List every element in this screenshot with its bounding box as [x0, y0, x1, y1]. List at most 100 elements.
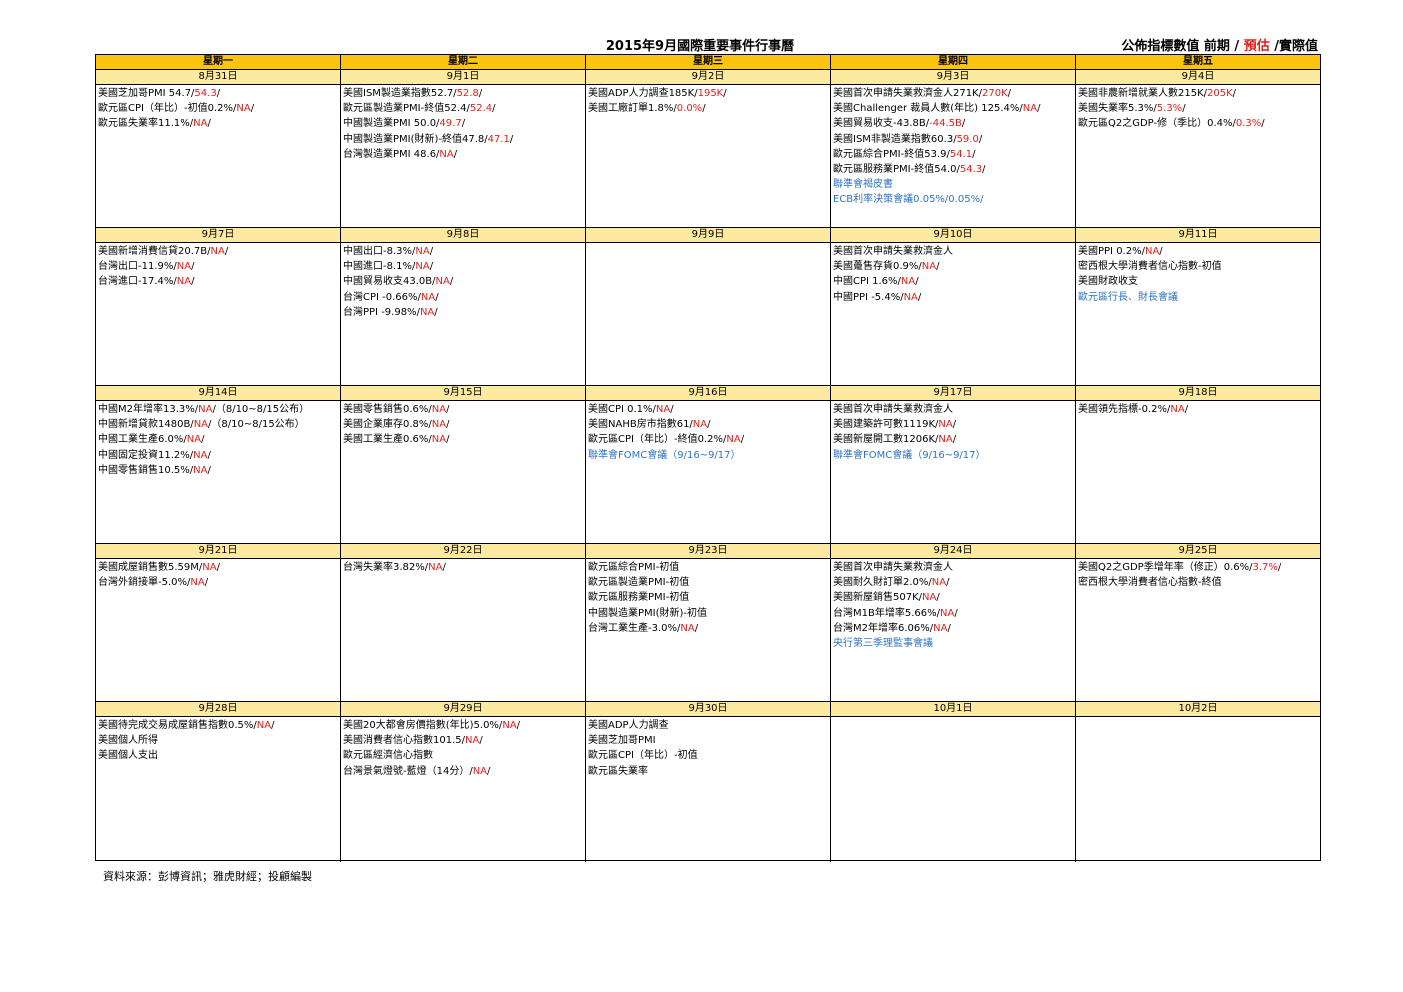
event-estimate: NA — [940, 607, 955, 619]
event-text: 美國新增消費信貸20.7B/ — [98, 246, 211, 257]
page-title: 2015年9月國際重要事件行事曆 — [605, 39, 795, 54]
event-estimate: NA — [1144, 246, 1160, 257]
event-estimate: NA — [176, 261, 192, 273]
event-item: 台灣製造業PMI 48.6/NA/ — [343, 147, 583, 162]
event-suffix: / — [516, 720, 521, 731]
event-text: 美國新屋銷售507K/ — [833, 592, 923, 604]
day-events: 美國PPI 0.2%/NA/密西根大學消費者信心指數-初值美國財政收支歐元區行長… — [1076, 243, 1320, 306]
event-suffix: / — [961, 118, 966, 130]
event-item: 美國建築許可數1119K/NA/ — [833, 417, 1073, 432]
event-text: 台灣PPI -9.98%/ — [343, 306, 420, 318]
event-suffix: / — [947, 622, 951, 634]
event-suffix: / — [478, 88, 483, 99]
day-events — [1076, 717, 1320, 719]
event-text: 美國企業庫存0.8%/ — [343, 419, 432, 431]
event-text: 美國Q2之GDP季增年率（修正）0.6%/ — [1078, 562, 1253, 573]
event-suffix: / — [1037, 103, 1041, 115]
event-item: 台灣CPI -0.66%/NA/ — [343, 290, 583, 305]
day-cell: 9月2日美國ADP人力調查185K/195K/美國工廠訂單1.8%/0.0%/ — [586, 70, 831, 227]
event-text: 台灣景氣燈號-藍燈（14分）/ — [343, 765, 473, 777]
day-events: 美國領先指標-0.2%/NA/ — [1076, 401, 1320, 418]
event-suffix: / — [442, 562, 446, 573]
event-item: 美國個人所得 — [98, 733, 338, 748]
day-events: 美國ISM製造業指數52.7/52.8/歐元區製造業PMI-終值52.4/52.… — [341, 85, 585, 163]
event-suffix: / — [670, 404, 674, 415]
event-suffix: / — [740, 434, 745, 446]
event-item: 美國CPI 0.1%/NA/ — [588, 402, 828, 417]
event-text: 中國工業生產6.0%/ — [98, 434, 187, 446]
event-estimate: NA — [193, 419, 209, 431]
event-item: 台灣M1B年增率5.66%/NA/ — [833, 606, 1073, 621]
event-text: 美國芝加哥PMI 54.7/ — [98, 88, 195, 99]
event-text: 歐元區Q2之GDP-修（季比）0.4%/ — [1078, 118, 1236, 130]
event-item: 美國零售銷售0.6%/NA/ — [343, 402, 583, 417]
day-cell: 9月10日美國首次申請失業救濟金人美國躉售存貨0.9%/NA/中國CPI 1.6… — [831, 228, 1076, 385]
day-date: 9月7日 — [96, 228, 340, 243]
event-text: 中國新增貸款1480B/ — [98, 419, 194, 431]
event-suffix: / — [492, 103, 496, 115]
event-text: 台灣CPI -0.66%/ — [343, 291, 421, 303]
day-events: 中國出口-8.3%/NA/中國進口-8.1%/NA/中國貿易收支43.0B/NA… — [341, 243, 585, 321]
day-cell: 8月31日美國芝加哥PMI 54.7/54.3/歐元區CPI（年比）-初值0.2… — [96, 70, 341, 227]
event-estimate: NA — [415, 261, 430, 273]
event-suffix: / — [1261, 118, 1265, 130]
day-date: 9月11日 — [1076, 228, 1320, 243]
event-suffix: / — [1184, 404, 1189, 415]
event-item: 美國首次申請失業救濟金人271K/270K/ — [833, 86, 1073, 101]
event-text: 美國ADP人力調查 — [588, 720, 669, 731]
day-date: 9月16日 — [586, 386, 830, 401]
event-estimate: NA — [202, 562, 217, 573]
day-events: 台灣失業率3.82%/NA/ — [341, 559, 585, 576]
event-text: 台灣M1B年增率5.66%/ — [833, 607, 940, 619]
day-cell: 9月21日美國成屋銷售數5.59M/NA/台灣外銷接單-5.0%/NA/ — [96, 544, 341, 701]
event-suffix: / — [936, 592, 940, 604]
event-suffix: / — [946, 577, 950, 589]
event-item: 美國工廠訂單1.8%/0.0%/ — [588, 101, 828, 116]
event-estimate: NA — [900, 276, 916, 288]
event-text: 台灣工業生產-3.0%/ — [588, 622, 681, 634]
day-events — [831, 717, 1075, 719]
event-text: 歐元區CPI（年比）-初值 — [588, 750, 698, 762]
event-suffix: / — [191, 261, 195, 273]
day-date: 9月2日 — [586, 70, 830, 85]
event-estimate: NA — [726, 434, 741, 446]
event-text: 中國製造業PMI(財新)-初值 — [588, 607, 708, 619]
event-estimate: NA — [680, 622, 695, 634]
event-suffix: / — [1232, 88, 1237, 99]
event-item: 歐元區行長、財長會議 — [1078, 291, 1178, 303]
event-text: 美國耐久財訂單2.0%/ — [833, 577, 932, 589]
event-estimate: NA — [502, 720, 517, 731]
event-estimate: NA — [655, 404, 671, 415]
event-item: 美國工業生產0.6%/NA/ — [343, 432, 583, 447]
event-text: 美國工業生產0.6%/ — [343, 434, 432, 446]
day-cell: 9月4日美國非農新增就業人數215K/205K/美國失業率5.3%/5.3%/歐… — [1076, 70, 1320, 227]
event-suffix: / — [201, 434, 205, 446]
event-text: 歐元區製造業PMI-初值 — [588, 577, 690, 589]
day-events: 美國Q2之GDP季增年率（修正）0.6%/3.7%/密西根大學消費者信心指數-終… — [1076, 559, 1320, 591]
event-estimate: NA — [903, 291, 918, 303]
day-cell: 9月17日美國首次申請失業救濟金人美國建築許可數1119K/NA/美國新屋開工數… — [831, 386, 1076, 543]
event-suffix: / — [954, 607, 958, 619]
event-suffix: / — [707, 419, 711, 431]
day-date: 9月22日 — [341, 544, 585, 559]
event-estimate: -44.5B — [929, 118, 962, 130]
event-text: 美國芝加哥PMI — [588, 735, 656, 747]
event-text: 台灣進口-17.4%/ — [98, 276, 177, 288]
event-item: 台灣失業率3.82%/NA/ — [343, 560, 583, 575]
day-events: 美國ADP人力調查185K/195K/美國工廠訂單1.8%/0.0%/ — [586, 85, 830, 117]
weekday-header-cell: 星期一 — [96, 55, 341, 69]
event-estimate: 52.4 — [469, 103, 493, 115]
event-text: 美國首次申請失業救濟金人271K/ — [833, 88, 983, 99]
event-item: 中國新增貸款1480B/NA/（8/10~8/15公布） — [98, 417, 338, 432]
day-cell: 9月8日中國出口-8.3%/NA/中國進口-8.1%/NA/中國貿易收支43.0… — [341, 228, 586, 385]
day-cell: 9月28日美國待完成交易成屋銷售指數0.5%/NA/美國個人所得美國個人支出 — [96, 702, 341, 862]
event-item: 美國躉售存貨0.9%/NA/ — [833, 259, 1073, 274]
event-text: 美國消費者信心指數101.5/ — [343, 735, 465, 747]
event-estimate: NA — [419, 306, 435, 318]
event-item: 台灣進口-17.4%/NA/ — [98, 274, 338, 289]
event-item: 台灣PPI -9.98%/NA/ — [343, 305, 583, 320]
event-suffix: / — [191, 276, 195, 288]
event-estimate: NA — [198, 404, 213, 415]
